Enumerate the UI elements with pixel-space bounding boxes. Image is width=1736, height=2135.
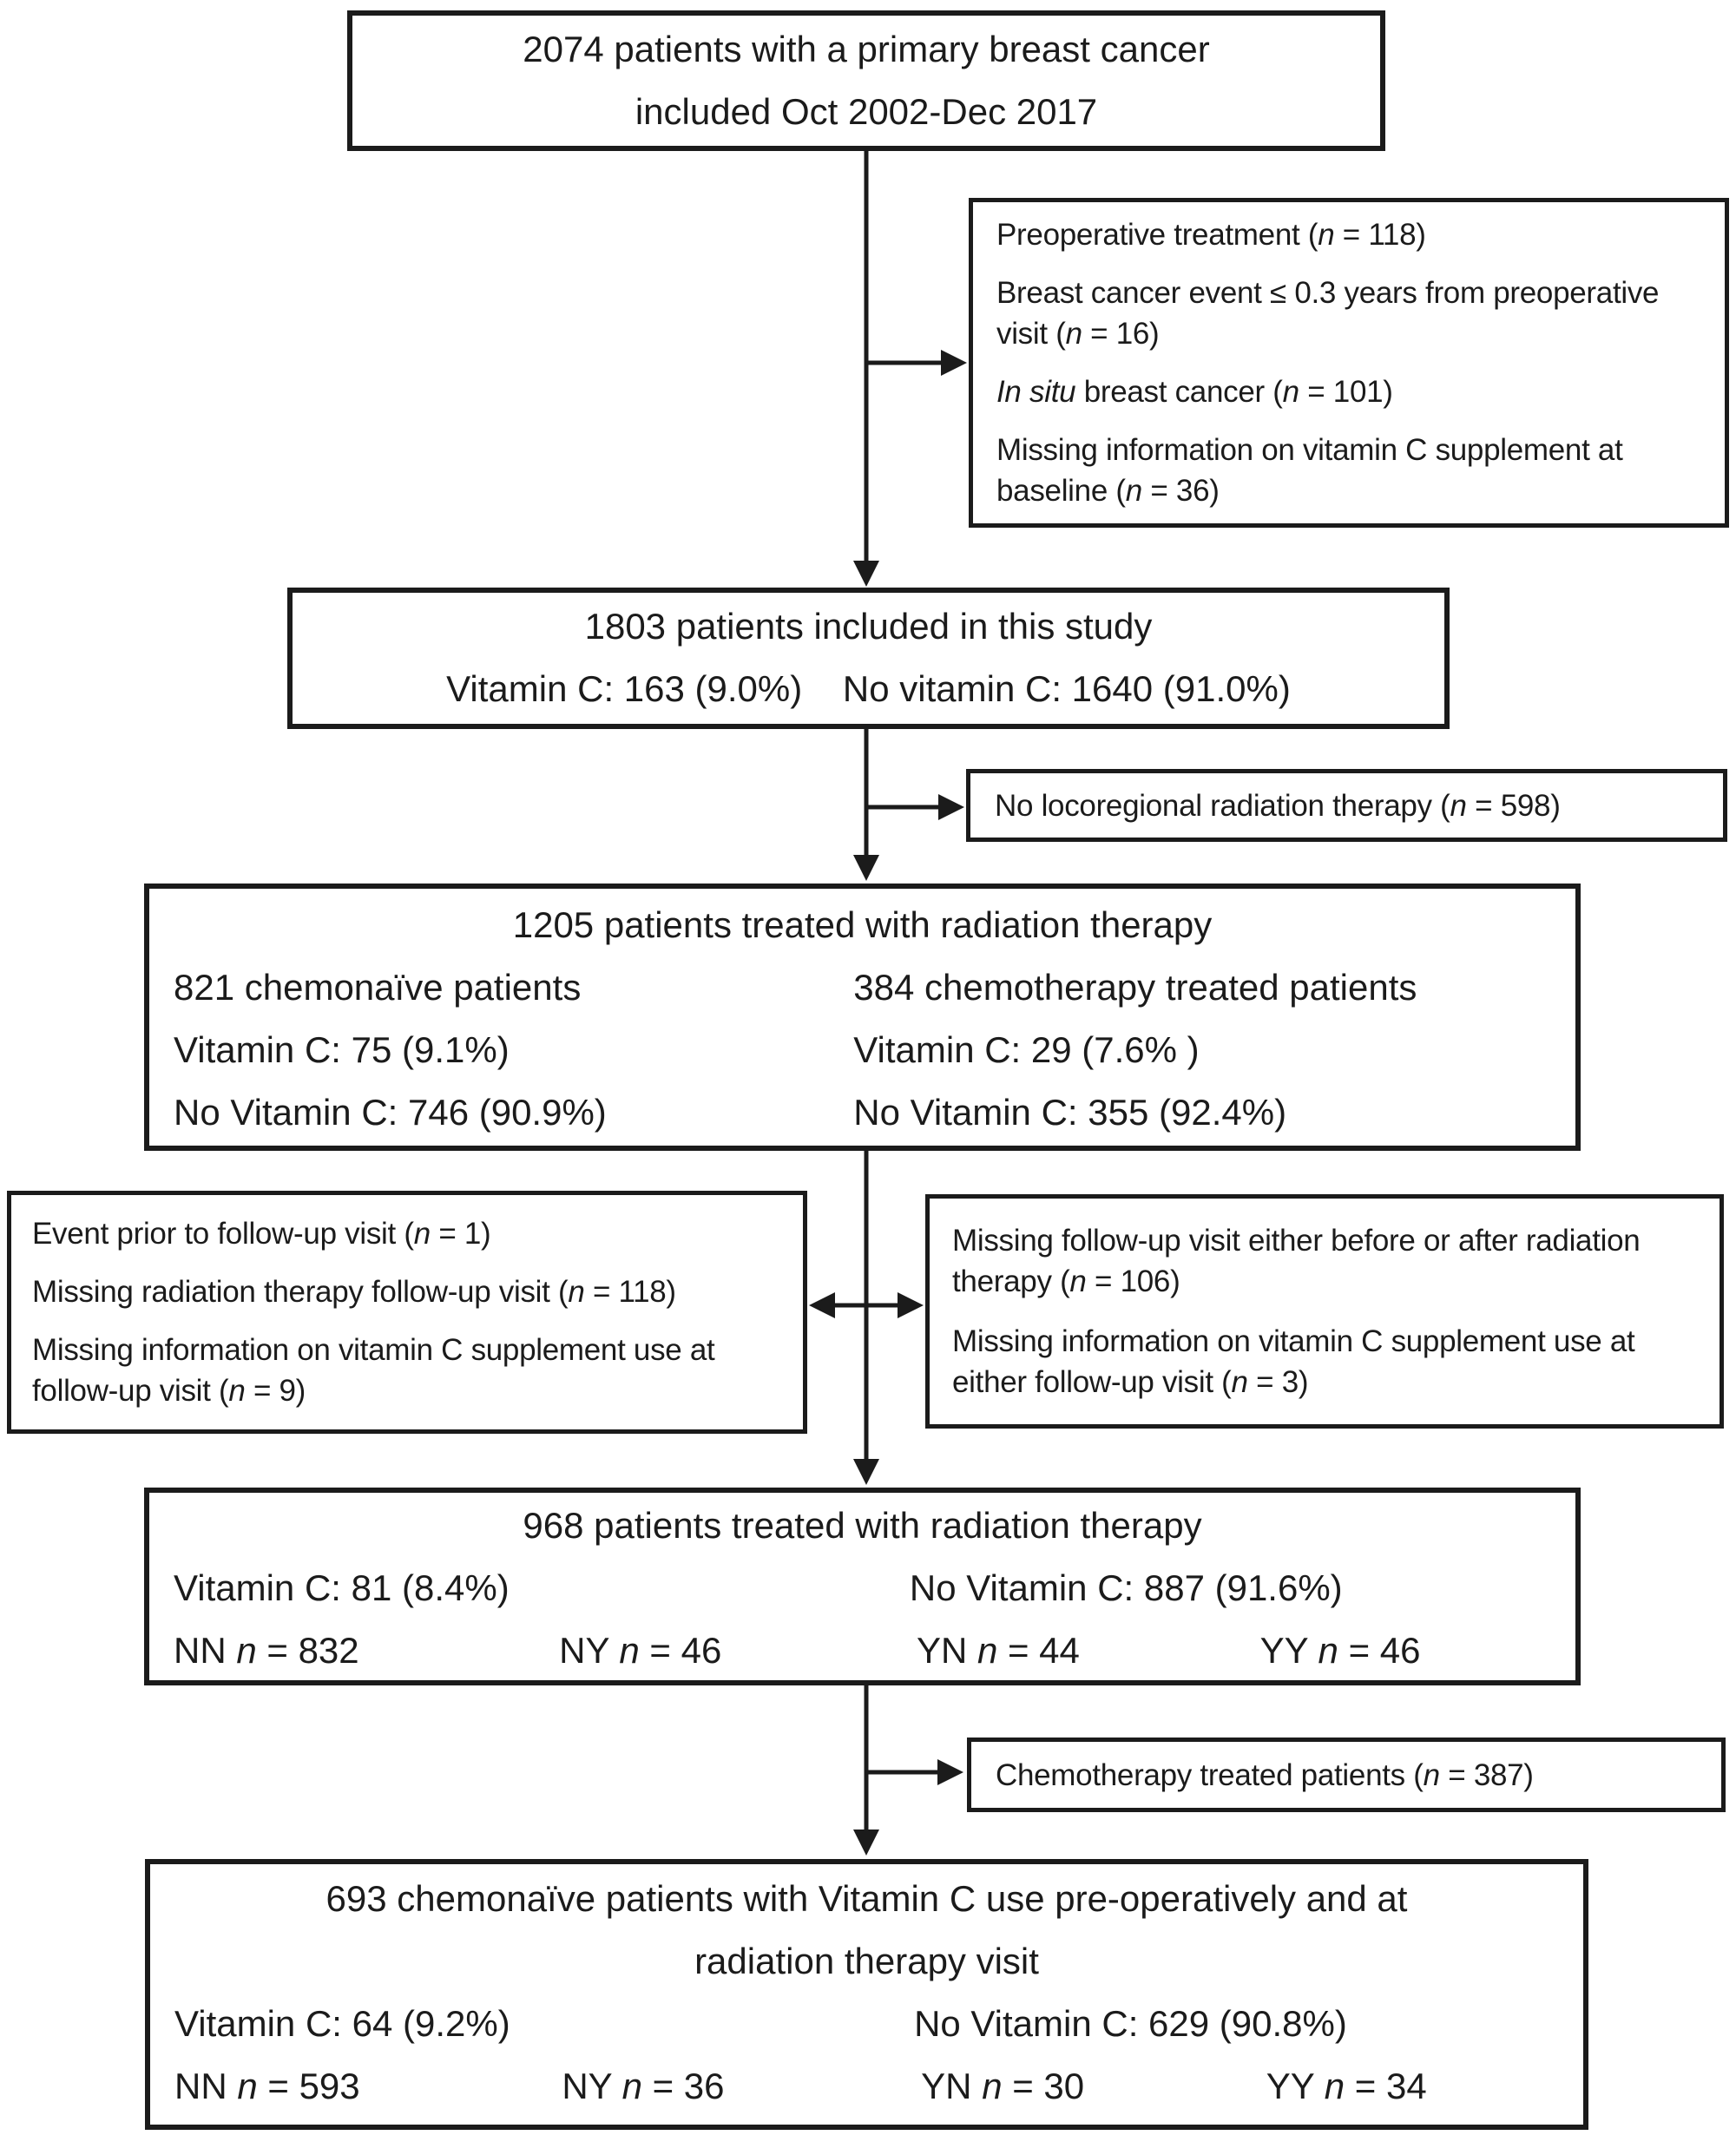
chemotherapy-count: 384 chemotherapy treated patients bbox=[853, 967, 1417, 1008]
exclusion-item: Missing radiation therapy follow-up visi… bbox=[32, 1275, 676, 1309]
chemonaive-count: 821 chemonaïve patients bbox=[174, 967, 582, 1008]
chemotherapy-vitamin-c: Vitamin C: 29 (7.6% ) bbox=[853, 1029, 1200, 1070]
group-yn: YN n = 44 bbox=[916, 1630, 1080, 1671]
followup-cohort-title: 968 patients treated with radiation ther… bbox=[523, 1505, 1202, 1546]
box-baseline-exclusions: Preoperative treatment (n = 118) Breast … bbox=[969, 198, 1729, 528]
exclusion-item: Missing information on vitamin C supplem… bbox=[32, 1333, 715, 1408]
arrow-to-no-radiation-exclusion bbox=[866, 794, 964, 820]
final-no-vitamin-c: No Vitamin C: 629 (90.8%) bbox=[914, 2003, 1347, 2044]
box-followup-exclusions-right: Missing follow-up visit either before or… bbox=[925, 1194, 1724, 1429]
exclusion-item: Event prior to follow-up visit (n = 1) bbox=[32, 1217, 491, 1251]
followup-no-vitamin-c: No Vitamin C: 887 (91.6%) bbox=[909, 1567, 1343, 1608]
followup-vitamin-c: Vitamin C: 81 (8.4%) bbox=[174, 1567, 510, 1608]
chemonaive-vitamin-c: Vitamin C: 75 (9.1%) bbox=[174, 1029, 510, 1070]
group-ny: NY n = 46 bbox=[559, 1630, 722, 1671]
exclusion-item: Missing follow-up visit either before or… bbox=[952, 1224, 1641, 1298]
box-included-study: 1803 patients included in this study Vit… bbox=[287, 588, 1450, 729]
box-chemonaive-final-cohort: 693 chemonaïve patients with Vitamin C u… bbox=[145, 1859, 1588, 2130]
arrow-to-chemotherapy-exclusion bbox=[866, 1759, 963, 1785]
chemonaive-no-vitamin-c: No Vitamin C: 746 (90.9%) bbox=[174, 1092, 607, 1133]
exclusion-item: Missing information on vitamin C supplem… bbox=[952, 1324, 1635, 1399]
arrow-radiation-to-followup bbox=[853, 1151, 879, 1485]
included-title: 1803 patients included in this study bbox=[584, 606, 1153, 647]
box-radiation-followup-cohort: 968 patients treated with radiation ther… bbox=[144, 1488, 1581, 1685]
group-ny: NY n = 36 bbox=[562, 2066, 725, 2106]
group-yy: YY n = 46 bbox=[1259, 1630, 1421, 1671]
exclusion-item: Breast cancer event ≤ 0.3 years from pre… bbox=[996, 276, 1660, 351]
arrow-followup-to-final bbox=[853, 1685, 879, 1856]
box-no-radiation-exclusion: No locoregional radiation therapy (n = 5… bbox=[966, 769, 1727, 842]
arrow-enrolled-to-included bbox=[853, 151, 879, 587]
group-nn: NN n = 593 bbox=[174, 2066, 360, 2106]
group-yy: YY n = 34 bbox=[1266, 2066, 1427, 2106]
enrolled-line: included Oct 2002-Dec 2017 bbox=[635, 91, 1098, 132]
arrow-included-to-radiation bbox=[853, 729, 879, 881]
enrolled-line: 2074 patients with a primary breast canc… bbox=[523, 29, 1210, 69]
exclusion-item: Missing information on vitamin C supplem… bbox=[996, 433, 1623, 508]
chemotherapy-no-vitamin-c: No Vitamin C: 355 (92.4%) bbox=[853, 1092, 1287, 1133]
radiation-cohort-title: 1205 patients treated with radiation the… bbox=[512, 904, 1213, 945]
arrow-to-baseline-exclusions bbox=[866, 350, 967, 376]
box-chemotherapy-exclusion: Chemotherapy treated patients (n = 387) bbox=[967, 1738, 1726, 1812]
final-title-line: 693 chemonaïve patients with Vitamin C u… bbox=[326, 1878, 1408, 1919]
exclusion-item: In situ breast cancer (n = 101) bbox=[996, 375, 1393, 409]
final-title-line: radiation therapy visit bbox=[694, 1941, 1039, 1981]
group-nn: NN n = 832 bbox=[174, 1630, 359, 1671]
included-stats: Vitamin C: 163 (9.0%) No vitamin C: 1640… bbox=[446, 668, 1291, 709]
box-radiation-cohort: 1205 patients treated with radiation the… bbox=[144, 884, 1581, 1151]
exclusion-item: Preoperative treatment (n = 118) bbox=[996, 218, 1426, 252]
box-followup-exclusions-left: Event prior to follow-up visit (n = 1) M… bbox=[7, 1191, 807, 1434]
arrow-to-followup-exclusions-both bbox=[809, 1292, 924, 1318]
exclusion-item: Chemotherapy treated patients (n = 387) bbox=[996, 1757, 1534, 1792]
final-vitamin-c: Vitamin C: 64 (9.2%) bbox=[174, 2003, 510, 2044]
box-enrolled-cohort: 2074 patients with a primary breast canc… bbox=[347, 10, 1385, 151]
exclusion-item: No locoregional radiation therapy (n = 5… bbox=[995, 788, 1561, 823]
group-yn: YN n = 30 bbox=[921, 2066, 1085, 2106]
